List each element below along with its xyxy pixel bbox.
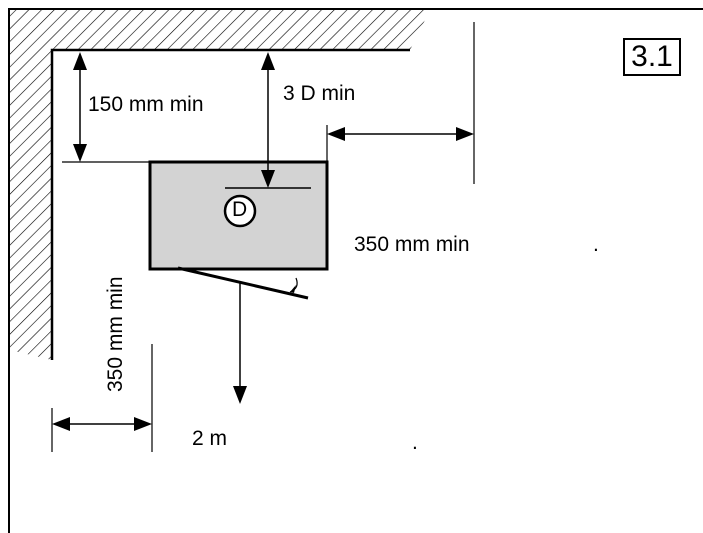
wall-hatching <box>10 10 430 360</box>
label-rear-clearance: 350 mm min <box>104 276 127 392</box>
diagram-frame <box>8 8 703 533</box>
label-front-clearance: 3 D min <box>283 82 356 105</box>
air-flap <box>177 266 309 300</box>
dimension-front-clearance <box>261 52 275 188</box>
unit-symbol-circle <box>223 194 257 228</box>
dimension-floor-height <box>233 283 247 404</box>
dimension-side-clearance <box>327 127 474 141</box>
dimension-rear-clearance <box>52 417 152 431</box>
label-top-clearance: 150 mm min <box>88 93 204 116</box>
label-side-clearance-dot: . <box>593 233 599 256</box>
label-side-clearance: 350 mm min <box>354 233 470 256</box>
figure-number-badge: 3.1 <box>623 38 681 76</box>
dimension-top-clearance <box>73 52 87 162</box>
unit-symbol-label: D <box>232 198 248 221</box>
label-floor-height: 2 m <box>192 427 228 450</box>
label-floor-height-dot: . <box>412 431 418 454</box>
